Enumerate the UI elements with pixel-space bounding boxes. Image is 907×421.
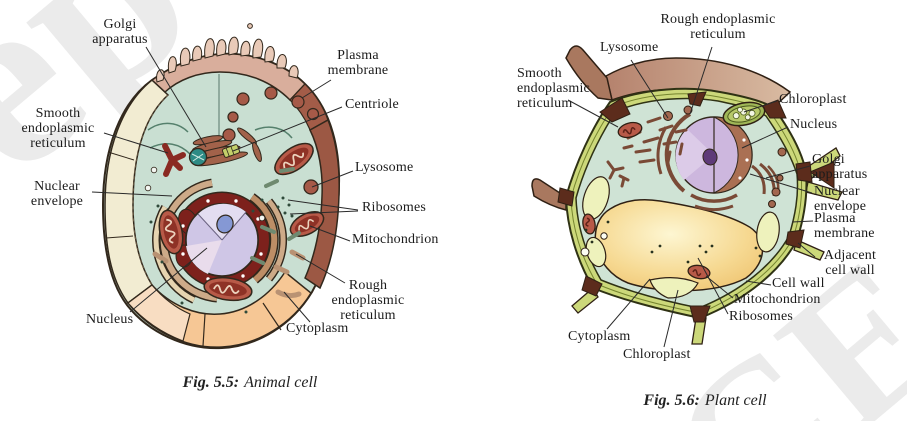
- figure-caption-plant: Fig. 5.6:Plant cell: [580, 392, 830, 410]
- label-ribosomes: Ribosomes: [362, 200, 427, 215]
- plant-mitochondrion-art: [687, 264, 711, 280]
- vesicle-teal: [188, 147, 208, 167]
- animal-cell-illustration: [91, 23, 359, 350]
- plant-cell-illustration: [531, 45, 843, 348]
- lysosome-art: [303, 179, 319, 195]
- label-nuclear-envelope: Nuclear envelope: [30, 179, 84, 209]
- mitochondrion-art: [274, 142, 314, 176]
- label-plant-lysosome: Lysosome: [600, 40, 659, 55]
- label-lysosome: Lysosome: [355, 160, 414, 175]
- label-plant-mitochondrion: Mitochondrion: [734, 292, 821, 307]
- label-smooth-er: Smooth endoplasmic reticulum: [21, 106, 95, 151]
- leader-lines-animal: [91, 46, 359, 323]
- er-fragments: [152, 167, 306, 299]
- label-plant-ribosomes: Ribosomes: [729, 309, 794, 324]
- right-membrane-rim: [304, 118, 340, 290]
- central-vacuole-art: [594, 198, 764, 292]
- label-plant-nucleus: Nucleus: [790, 117, 838, 132]
- label-cytoplasm: Cytoplasm: [286, 321, 349, 336]
- label-plant-cell-wall: Cell wall: [772, 276, 825, 291]
- leader-lines-plant: [567, 46, 816, 348]
- plant-mitochondrion-art: [617, 121, 643, 139]
- mitochondrion-art: [158, 209, 184, 255]
- label-plasma-membrane: Plasma membrane: [327, 48, 389, 78]
- label-nucleus: Nucleus: [86, 312, 134, 327]
- label-plant-smooth-er: Smooth endoplasmic reticulum: [517, 66, 590, 111]
- label-plant-chloroplast-bottom: Chloroplast: [623, 347, 691, 362]
- plant-nuclear-envelope-art: [713, 116, 753, 194]
- er-threads: [147, 122, 293, 155]
- vesicles: [222, 86, 320, 142]
- microvilli: [156, 23, 299, 83]
- caption-number-animal: Fig. 5.5:: [182, 374, 240, 391]
- label-mitochondrion: Mitochondrion: [352, 232, 439, 247]
- label-plant-nuclear-envelope: Nuclear envelope: [814, 184, 867, 214]
- mitochondrion-art: [203, 276, 253, 302]
- label-plant-plasma-membrane: Plasma membrane: [814, 211, 875, 241]
- plant-nucleolus-art: [702, 148, 718, 166]
- label-plant-adjacent-cell-wall: Adjacent cell wall: [823, 248, 877, 278]
- chloroplast-green-art: [722, 101, 766, 127]
- mitochondrion-art: [289, 211, 325, 237]
- label-plant-chloroplast-top: Chloroplast: [779, 92, 847, 107]
- smooth-er-art: [162, 143, 186, 177]
- plant-ribosome-dots: [584, 220, 762, 264]
- figure-caption-animal: Fig. 5.5:Animal cell: [120, 374, 380, 392]
- plant-rough-er-dot: [683, 105, 693, 115]
- caption-title-animal: Animal cell: [244, 374, 318, 391]
- label-plant-golgi: Golgi apparatus: [812, 152, 868, 182]
- label-golgi-apparatus: Golgi apparatus: [92, 17, 148, 47]
- ribosome-dots: [149, 196, 294, 314]
- label-rough-er: Rough endoplasmic reticulum: [331, 278, 405, 323]
- caption-title-plant: Plant cell: [704, 392, 767, 409]
- plant-er-arcs: [656, 112, 738, 211]
- label-plant-cytoplasm: Cytoplasm: [568, 329, 631, 344]
- nucleolus-art: [216, 214, 234, 234]
- plant-er-squiggles: [606, 116, 688, 188]
- caption-number-plant: Fig. 5.6:: [643, 392, 700, 409]
- plant-nucleus-art: [675, 116, 753, 194]
- adjacent-wall-flap-tl: [565, 45, 613, 101]
- label-centriole: Centriole: [345, 97, 399, 112]
- label-plant-rough-er: Rough endoplasmic reticulum: [660, 12, 776, 42]
